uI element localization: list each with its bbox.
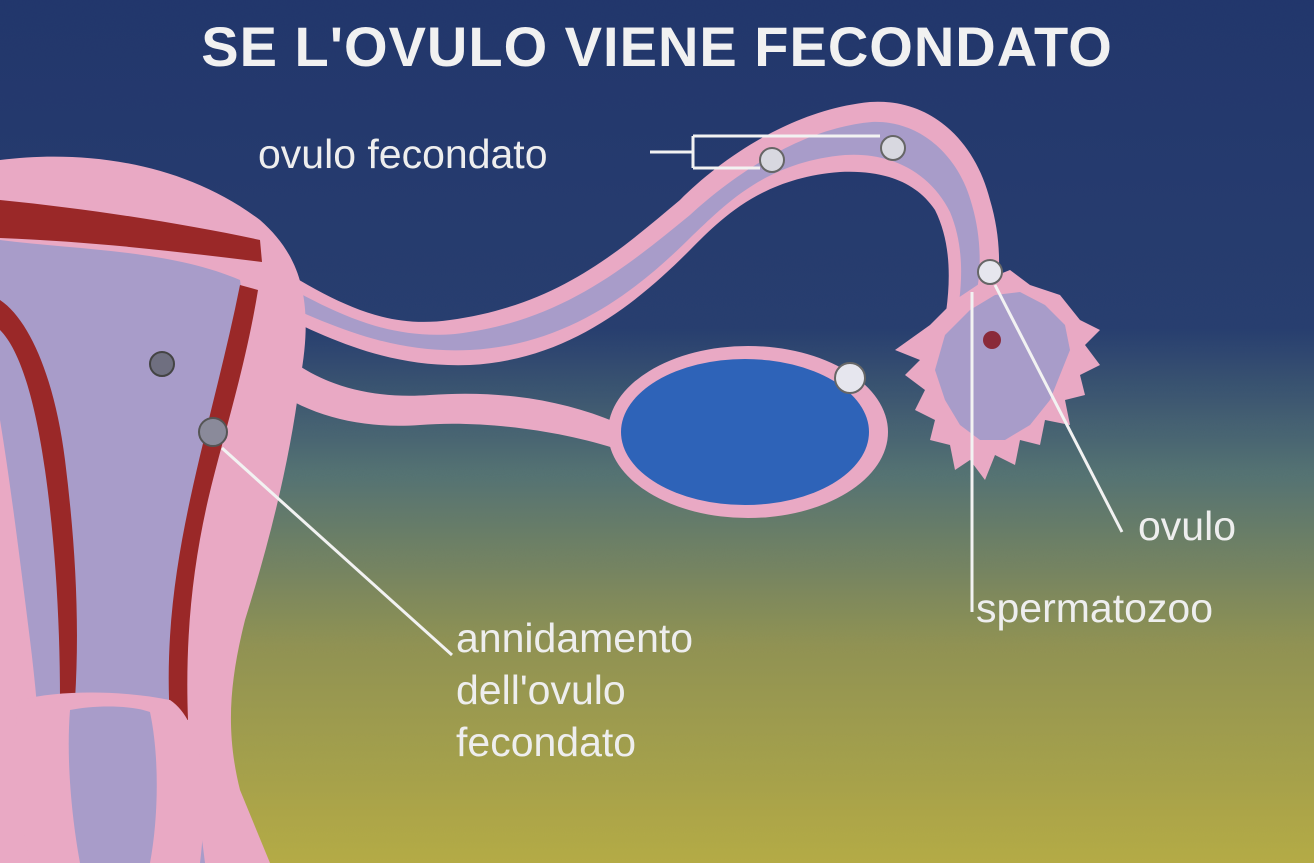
fertilized-egg-1 — [760, 148, 784, 172]
implanted-egg — [199, 418, 227, 446]
label-implantation-line-3: fecondato — [456, 716, 786, 768]
label-implantation: annidamento dell'ovulo fecondato — [456, 612, 786, 768]
cell-in-fimbriae — [983, 331, 1001, 349]
label-fertilized-egg: ovulo fecondato — [258, 128, 548, 180]
label-egg: ovulo — [1138, 500, 1236, 552]
cell-in-uterus — [150, 352, 174, 376]
egg-cell — [978, 260, 1002, 284]
label-sperm: spermatozoo — [976, 582, 1213, 634]
ovary — [621, 359, 869, 505]
label-implantation-line-1: annidamento — [456, 612, 786, 664]
released-egg — [835, 363, 865, 393]
fertilized-egg-2 — [881, 136, 905, 160]
diagram-title: SE L'OVULO VIENE FECONDATO — [0, 14, 1314, 79]
label-implantation-line-2: dell'ovulo — [456, 664, 786, 716]
